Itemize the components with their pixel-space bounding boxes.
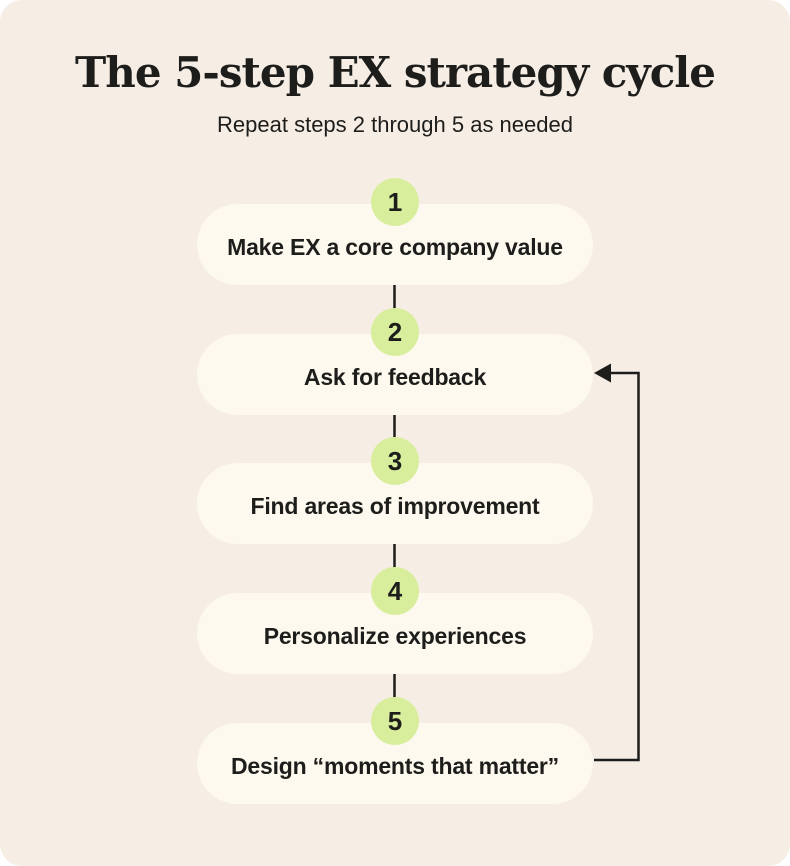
step-4-label: Personalize experiences bbox=[263, 623, 527, 649]
step-4-number-badge: 4 bbox=[371, 567, 419, 615]
step-4: 4 Personalize experiences bbox=[197, 567, 593, 674]
step-3-number-badge: 3 bbox=[371, 437, 419, 485]
step-5-label: Design “moments that matter” bbox=[231, 753, 559, 779]
step-5: 5 Design “moments that matter” bbox=[197, 697, 593, 804]
step-2-number-badge: 2 bbox=[371, 308, 419, 356]
step-1-pill: Make EX a core company value bbox=[197, 204, 593, 285]
step-1-number-badge: 1 bbox=[371, 178, 419, 226]
step-3-pill: Find areas of improvement bbox=[197, 463, 593, 544]
step-2-label: Ask for feedback bbox=[303, 364, 487, 390]
step-3: 3 Find areas of improvement bbox=[197, 437, 593, 544]
step-1: 1 Make EX a core company value bbox=[197, 178, 593, 285]
step-3-label: Find areas of improvement bbox=[250, 493, 540, 519]
step-2: 2 Ask for feedback bbox=[197, 308, 593, 415]
step-1-label: Make EX a core company value bbox=[227, 234, 563, 260]
step-5-number-badge: 5 bbox=[371, 697, 419, 745]
loop-arrow-line bbox=[594, 371, 640, 762]
page-title: The 5-step EX strategy cycle bbox=[75, 48, 716, 97]
arrowhead-left-icon bbox=[594, 363, 611, 383]
page-subtitle: Repeat steps 2 through 5 as needed bbox=[217, 112, 573, 137]
